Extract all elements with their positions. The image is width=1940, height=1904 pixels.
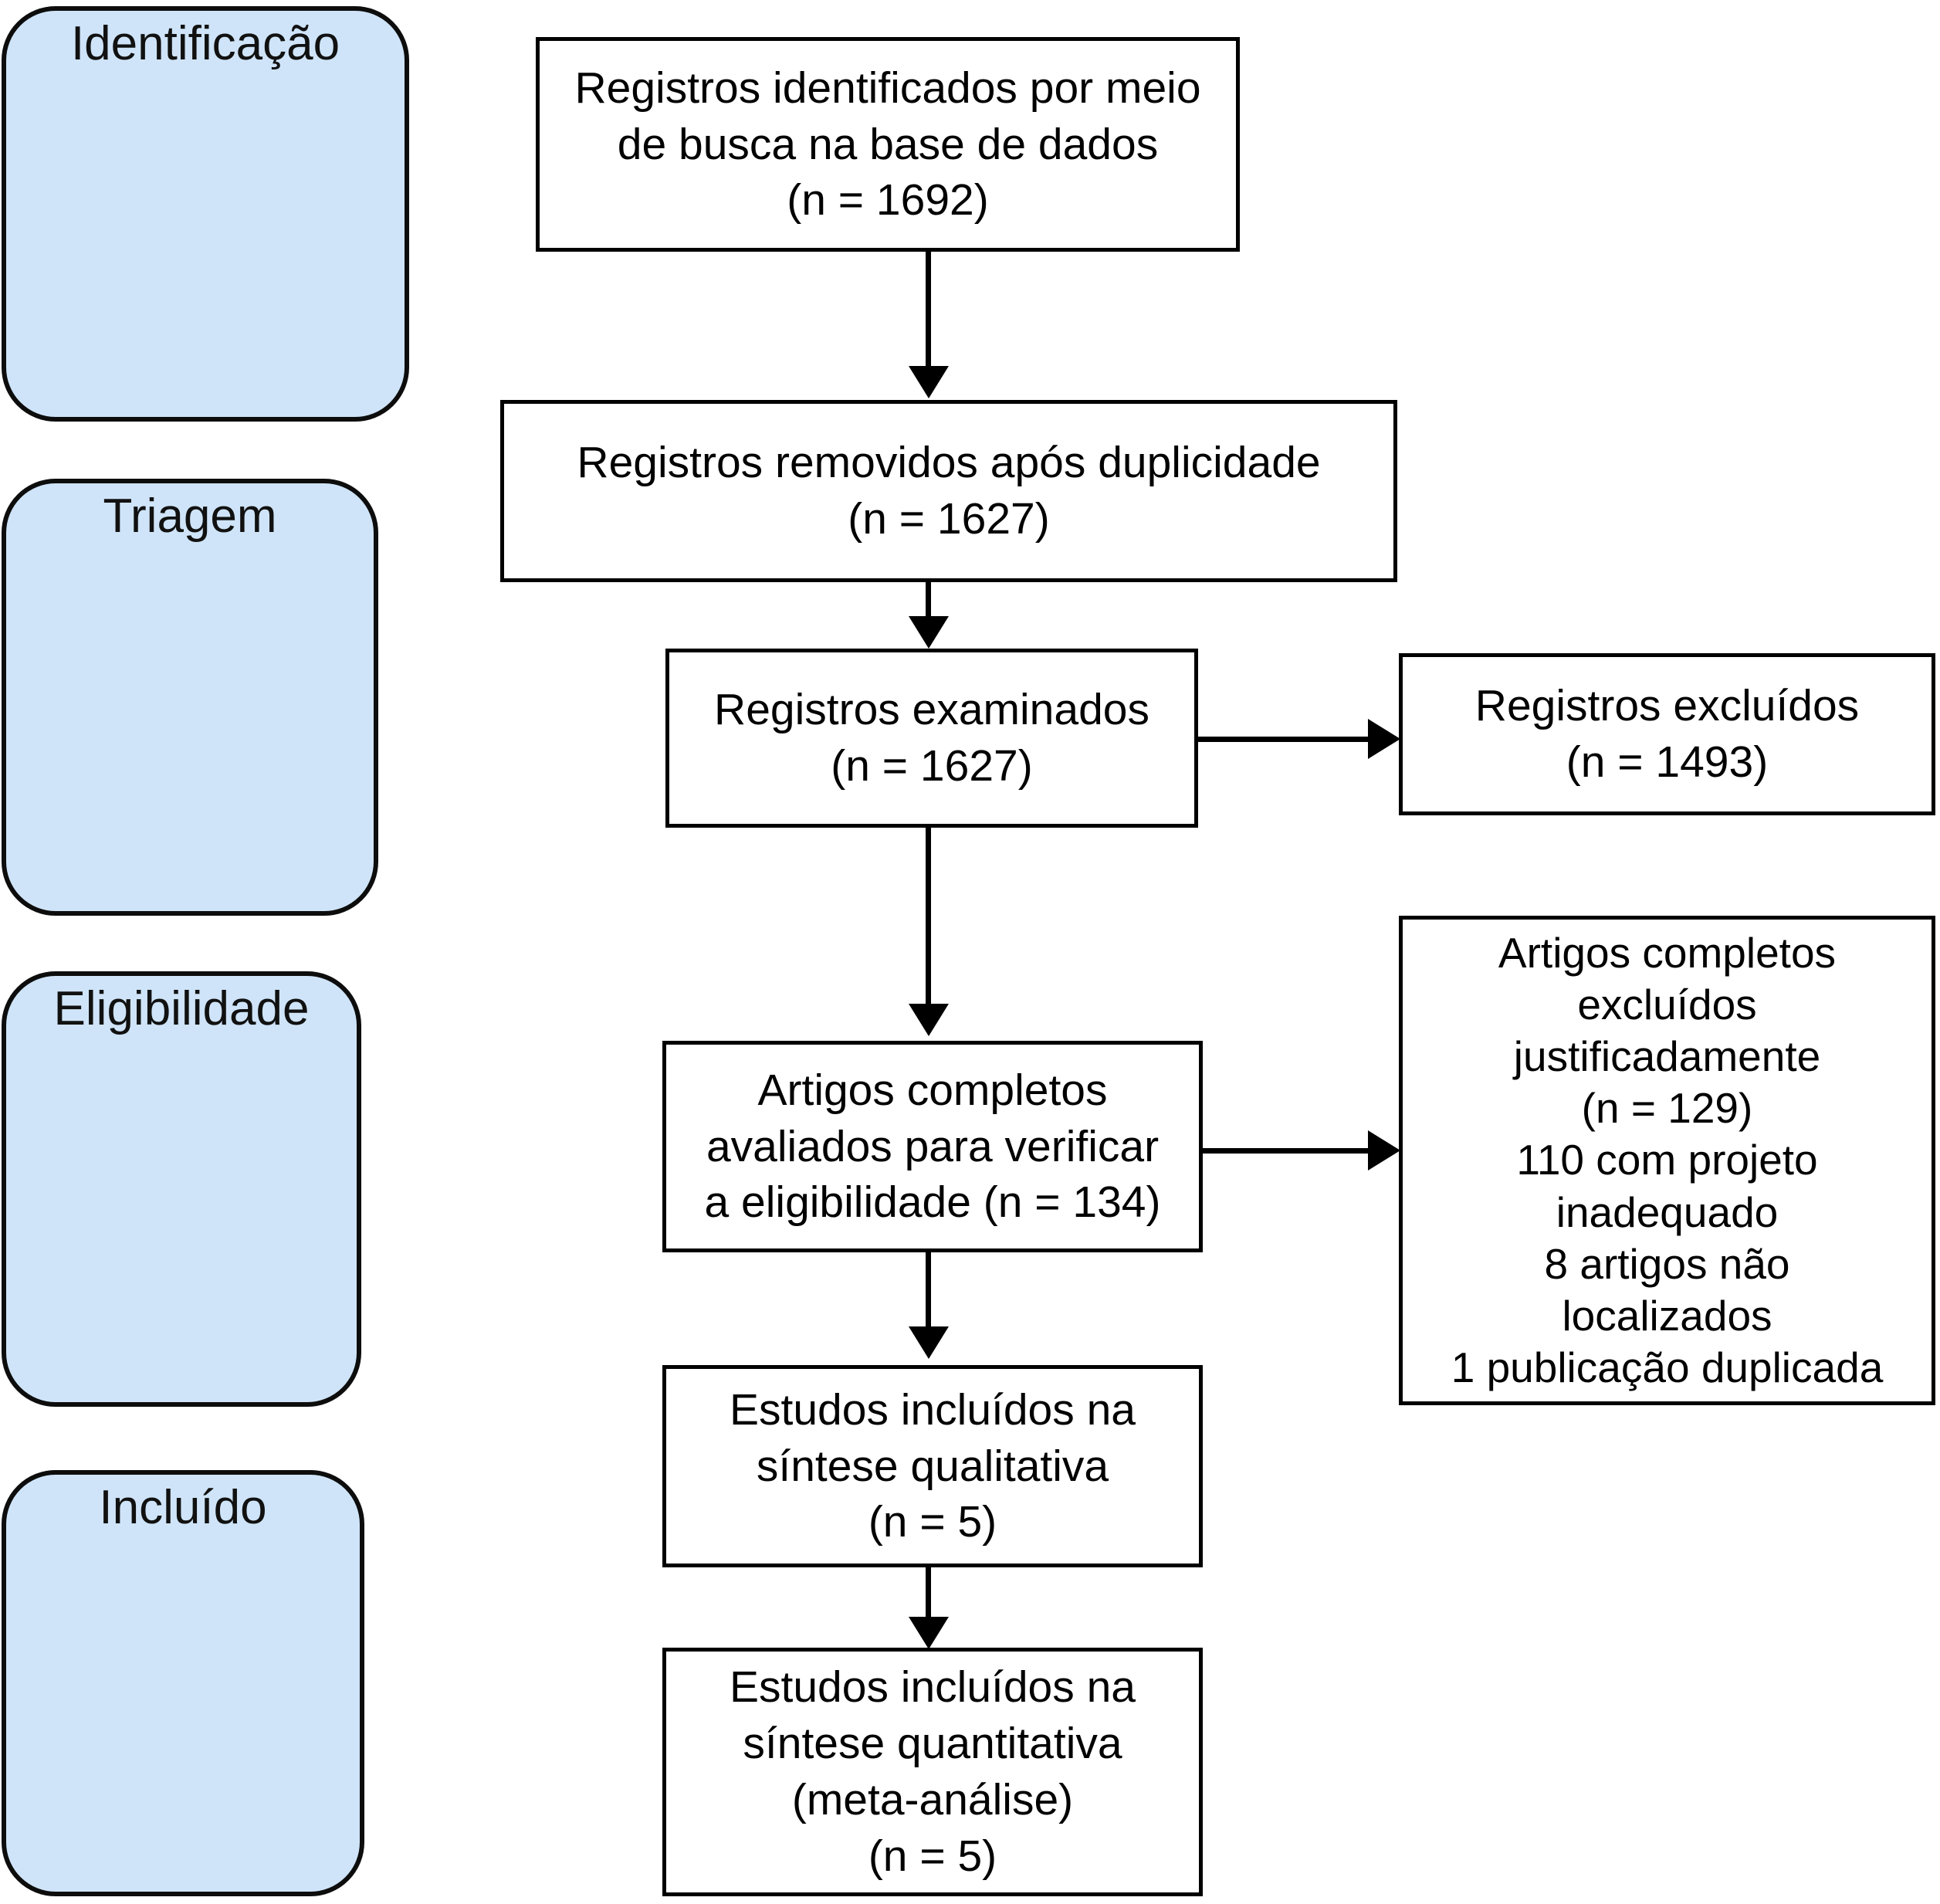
connector-screened-to-eligibility: [926, 828, 931, 1007]
stage-label-eligibilidade: Eligibilidade: [53, 982, 310, 1035]
box-records-identified: Registros identificados por meio de busc…: [536, 37, 1240, 252]
connector-qualitative-to-quantitative: [926, 1567, 931, 1620]
box-qualitative-synthesis-text: Estudos incluídos na síntese qualitativa…: [730, 1384, 1136, 1547]
box-fulltext-excluded-text: Artigos completos excluídos justificadam…: [1451, 929, 1884, 1391]
stage-box-incluido: Incluído: [2, 1470, 364, 1896]
stage-box-eligibilidade: Eligibilidade: [2, 971, 361, 1407]
box-records-screened: Registros examinados (n = 1627): [665, 649, 1198, 828]
stage-label-identificacao: Identificação: [70, 17, 340, 70]
box-records-excluded: Registros excluídos (n = 1493): [1399, 653, 1935, 815]
box-duplicates-removed-text: Registros removidos após duplicidade (n …: [577, 438, 1321, 544]
box-records-excluded-text: Registros excluídos (n = 1493): [1474, 681, 1860, 787]
box-records-screened-text: Registros examinados (n = 1627): [714, 685, 1149, 791]
connector-eligibility-to-qualitative: [926, 1252, 931, 1330]
box-quantitative-synthesis-text: Estudos incluídos na síntese quantitativ…: [730, 1662, 1136, 1881]
connector-identified-to-duplicates: [926, 252, 931, 369]
arrowhead-screened-to-excluded: [1368, 719, 1400, 759]
arrowhead-screened-to-eligibility: [909, 1004, 949, 1036]
stage-label-incluido: Incluído: [99, 1481, 267, 1534]
connector-screened-to-excluded: [1198, 737, 1370, 742]
arrowhead-eligibility-to-fulltext-excluded: [1368, 1130, 1400, 1171]
arrowhead-eligibility-to-qualitative: [909, 1326, 949, 1359]
box-duplicates-removed: Registros removidos após duplicidade (n …: [500, 400, 1397, 582]
connector-eligibility-to-fulltext-excluded: [1203, 1148, 1370, 1154]
box-fulltext-excluded: Artigos completos excluídos justificadam…: [1399, 916, 1935, 1405]
stage-box-identificacao: Identificação: [2, 6, 409, 422]
box-quantitative-synthesis: Estudos incluídos na síntese quantitativ…: [662, 1648, 1203, 1896]
arrowhead-identified-to-duplicates: [909, 366, 949, 398]
box-records-identified-text: Registros identificados por meio de busc…: [574, 63, 1201, 225]
box-eligibility-assessed: Artigos completos avaliados para verific…: [662, 1041, 1203, 1252]
box-eligibility-assessed-text: Artigos completos avaliados para verific…: [704, 1065, 1161, 1228]
box-qualitative-synthesis: Estudos incluídos na síntese qualitativa…: [662, 1365, 1203, 1567]
arrowhead-duplicates-to-screened: [909, 616, 949, 649]
stage-box-triagem: Triagem: [2, 479, 378, 916]
connector-duplicates-to-screened: [926, 582, 931, 619]
arrowhead-qualitative-to-quantitative: [909, 1617, 949, 1649]
stage-label-triagem: Triagem: [103, 490, 277, 543]
